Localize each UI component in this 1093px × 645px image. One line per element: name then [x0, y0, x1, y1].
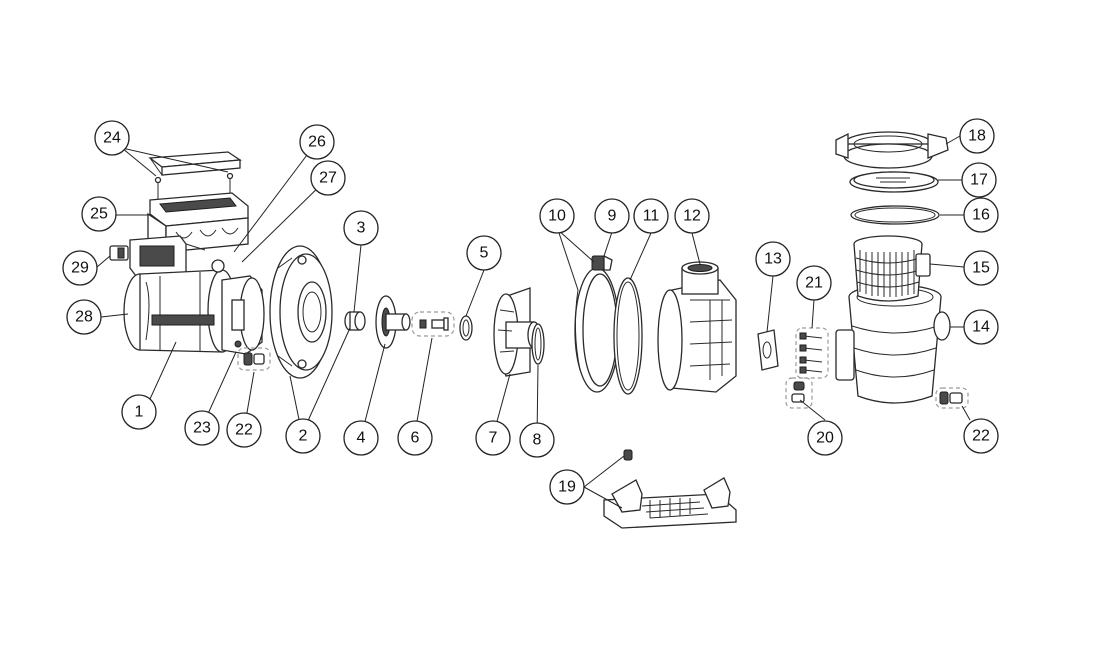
callout-15: 15 — [963, 250, 999, 286]
flange-gasket — [757, 329, 779, 371]
motor-body — [123, 259, 237, 353]
clamp-ring — [574, 267, 620, 393]
svg-text:24: 24 — [103, 130, 121, 147]
o-ring-11 — [613, 277, 643, 395]
svg-text:14: 14 — [972, 319, 990, 336]
svg-text:13: 13 — [764, 251, 782, 268]
svg-text:12: 12 — [683, 208, 701, 225]
callout-5: 5 — [466, 235, 502, 271]
svg-text:25: 25 — [90, 206, 108, 223]
o-ring-5 — [459, 315, 473, 341]
motor-assembly — [109, 151, 271, 371]
svg-text:5: 5 — [480, 245, 489, 262]
svg-text:11: 11 — [643, 208, 660, 225]
callout-4: 4 — [343, 420, 379, 456]
seal-plate — [269, 245, 333, 379]
callout-19: 19 — [549, 469, 585, 505]
cable-gland — [109, 245, 129, 261]
callout-13: 13 — [755, 241, 791, 277]
callout-24: 24 — [94, 120, 130, 156]
callout-10: 10 — [539, 198, 575, 234]
svg-text:2: 2 — [299, 428, 308, 445]
lid-locking-ring — [835, 131, 949, 169]
svg-text:27: 27 — [319, 170, 337, 187]
strainer-pot — [835, 284, 951, 404]
svg-text:3: 3 — [357, 220, 366, 237]
callout-1: 1 — [121, 394, 157, 430]
callout-11: 11 — [633, 198, 669, 234]
callout-16: 16 — [963, 197, 999, 233]
callout-17: 17 — [961, 162, 997, 198]
shaft-seal — [344, 311, 366, 331]
svg-text:21: 21 — [805, 275, 823, 292]
svg-text:1: 1 — [135, 404, 144, 421]
motor-flange — [221, 275, 265, 355]
callout-28: 28 — [66, 299, 102, 335]
svg-text:20: 20 — [816, 430, 834, 447]
callout-18: 18 — [959, 118, 995, 154]
callout-7: 7 — [475, 420, 511, 456]
callout-22-right: 22 — [963, 418, 999, 454]
svg-text:19: 19 — [558, 479, 576, 496]
o-ring-8 — [531, 323, 545, 365]
clamp-knob — [591, 254, 613, 271]
callout-8: 8 — [519, 422, 555, 458]
drive-cover — [148, 151, 242, 176]
nut-group — [785, 377, 813, 409]
callout-27: 27 — [310, 160, 346, 196]
svg-text:10: 10 — [548, 208, 566, 225]
svg-text:6: 6 — [411, 430, 420, 447]
pump-base — [603, 449, 737, 529]
bolt-group — [795, 327, 829, 379]
callout-23: 23 — [184, 410, 220, 446]
svg-text:22: 22 — [972, 428, 990, 445]
strainer-lid — [849, 171, 939, 193]
svg-text:16: 16 — [972, 207, 990, 224]
svg-text:29: 29 — [71, 260, 89, 277]
bolts — [799, 332, 823, 374]
svg-text:23: 23 — [193, 420, 211, 437]
impeller-screw-group — [411, 311, 455, 337]
callout-25: 25 — [81, 196, 117, 232]
callout-9: 9 — [594, 198, 630, 234]
svg-text:8: 8 — [533, 432, 542, 449]
callout-21: 21 — [796, 265, 832, 301]
drain-plug-group-right — [935, 387, 969, 409]
svg-text:22: 22 — [235, 422, 253, 439]
diffuser — [493, 287, 541, 377]
callout-26: 26 — [299, 124, 335, 160]
lid-o-ring — [850, 205, 940, 225]
junction-box — [129, 235, 206, 277]
pump-volute — [657, 261, 737, 393]
drain-plug-group-left — [237, 347, 271, 371]
callout-2: 2 — [285, 418, 321, 454]
svg-text:26: 26 — [308, 134, 326, 151]
callout-29: 29 — [62, 250, 98, 286]
svg-text:17: 17 — [970, 172, 988, 189]
callout-20: 20 — [807, 420, 843, 456]
callout-3: 3 — [343, 210, 379, 246]
callout-14: 14 — [963, 309, 999, 345]
leader-lines — [96, 135, 971, 509]
strainer-basket — [853, 235, 931, 302]
svg-text:4: 4 — [357, 430, 366, 447]
callout-12: 12 — [674, 198, 710, 234]
impeller — [375, 295, 411, 349]
svg-text:9: 9 — [608, 208, 617, 225]
callout-6: 6 — [397, 420, 433, 456]
svg-text:15: 15 — [972, 260, 990, 277]
svg-text:28: 28 — [75, 309, 93, 326]
svg-text:7: 7 — [489, 430, 498, 447]
svg-text:18: 18 — [968, 128, 986, 145]
callout-22-left: 22 — [226, 412, 262, 448]
